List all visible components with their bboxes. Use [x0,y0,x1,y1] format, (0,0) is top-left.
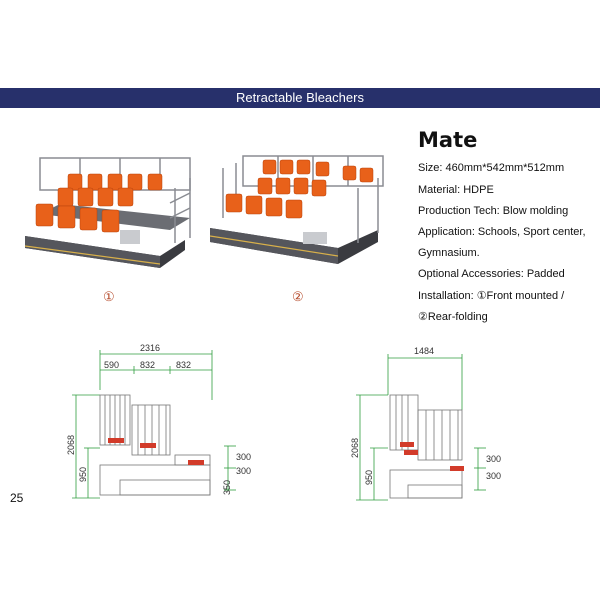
spec-material: Material: HDPE [418,184,494,196]
product-title: Mate [418,128,478,152]
spec-installation: Installation: ①Front mounted / [418,290,565,302]
spec-application-cont: Gymnasium. [418,247,480,259]
dim-seg2: 832 [140,360,155,370]
banner-title: Retractable Bleachers [236,90,364,105]
spec-size: Size: 460mm*542mm*512mm [418,162,565,174]
dim-height: 2068 [66,435,76,455]
dim-seg1: 590 [104,360,119,370]
dim-lower: 950 [78,467,88,482]
spec-application: Application: Schools, Sport center, [418,226,586,238]
drawing-front-mounted: 2316 590 832 832 2068 950 300 300 350 [66,343,251,499]
spec-accessories: Optional Accessories: Padded [418,268,565,280]
dim-step1-right: 300 [486,454,501,464]
section-banner: Retractable Bleachers [0,88,600,108]
dim-base: 350 [222,480,232,495]
dim-total-width-right: 1484 [414,346,434,356]
dim-step1: 300 [236,452,251,462]
bleacher-front-mounted-image [24,157,191,268]
spec-installation-cont: ②Rear-folding [418,311,488,323]
dim-step2: 300 [236,466,251,476]
bleacher-rear-folding-image [209,155,384,264]
label-front-mounted: ① [103,289,115,304]
spec-production: Production Tech: Blow molding [418,205,569,217]
dim-total-width: 2316 [140,343,160,353]
dim-step2-right: 300 [486,471,501,481]
page-number: 25 [10,491,24,505]
dim-lower-right: 950 [364,470,374,485]
label-rear-folding: ② [292,289,304,304]
drawing-rear-folding: 1484 2068 950 300 300 [350,346,501,501]
dim-seg3: 832 [176,360,191,370]
dim-height-right: 2068 [350,438,360,458]
